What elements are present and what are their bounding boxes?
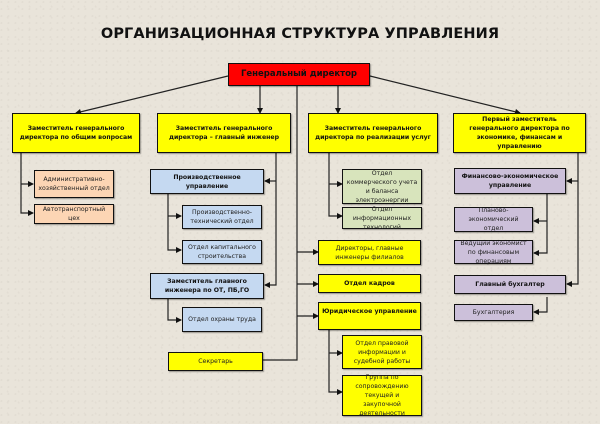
general-director-label: Генеральный директор <box>240 69 357 79</box>
lead-economist-label: Ведущий экономист по финансовым операция… <box>460 239 527 265</box>
deputy-sales-box: Заместитель генерального директора по ре… <box>308 113 438 153</box>
branch-directors-box: Директоры, главные инженеры филиалов <box>318 240 421 265</box>
fin-econ-management-box: Финансово-экономическое управление <box>454 168 566 194</box>
transport-shop-label: Автотранспортный цех <box>42 206 106 222</box>
procurement-support-group-label: Группа по сопровождению текущей и закупо… <box>355 374 409 417</box>
deputy-chief-engineer-box: Заместитель генерального директора – гла… <box>157 113 291 153</box>
legal-management-box: Юридическое управление <box>318 302 421 330</box>
secretary-box: Секретарь <box>168 352 263 371</box>
accounting-label: Бухгалтерия <box>472 309 515 316</box>
admin-dept-label: Административно-хозяйственный отдел <box>38 176 110 192</box>
it-dept-box: Отдел информационных технологий <box>342 205 422 231</box>
labor-safety-label: Отдел охраны труда <box>188 316 256 323</box>
it-dept-label: Отдел информационных технологий <box>352 205 412 231</box>
commercial-accounting-box: Отдел коммерческого учета и баланса элек… <box>342 169 422 204</box>
legal-info-dept-label: Отдел правовой информации и судебной раб… <box>353 339 411 365</box>
production-management-box: Производственное управление <box>150 169 264 194</box>
chief-accountant-box: Главный бухгалтер <box>454 275 566 294</box>
legal-info-dept-box: Отдел правовой информации и судебной раб… <box>342 335 422 369</box>
first-deputy-finance-label: Первый заместитель генерального директор… <box>469 116 570 150</box>
accounting-box: Бухгалтерия <box>454 304 533 321</box>
chief-accountant-label: Главный бухгалтер <box>475 281 545 288</box>
transport-shop-box: Автотранспортный цех <box>34 204 114 224</box>
production-tech-dept-label: Производственно-технический отдел <box>190 209 254 225</box>
planning-econ-dept-box: Планово-экономический отдел <box>454 207 533 232</box>
admin-dept-box: Административно-хозяйственный отдел <box>34 170 114 198</box>
hr-dept-label: Отдел кадров <box>344 280 395 287</box>
deputy-chief-engineer-safety-label: Заместитель главного инженера по ОТ, ПБ,… <box>164 278 250 294</box>
deputy-chief-engineer-label: Заместитель генерального директора – гла… <box>168 125 280 141</box>
first-deputy-finance-box: Первый заместитель генерального директор… <box>453 113 586 153</box>
page-title: ОРГАНИЗАЦИОННАЯ СТРУКТУРА УПРАВЛЕНИЯ <box>100 26 500 42</box>
labor-safety-box: Отдел охраны труда <box>182 307 262 332</box>
secretary-label: Секретарь <box>198 358 233 365</box>
branch-directors-label: Директоры, главные инженеры филиалов <box>335 244 404 261</box>
procurement-support-group-box: Группа по сопровождению текущей и закупо… <box>342 374 422 417</box>
deputy-sales-label: Заместитель генерального директора по ре… <box>315 125 431 141</box>
capital-construction-label: Отдел капитального строительства <box>188 244 256 260</box>
deputy-chief-engineer-safety-box: Заместитель главного инженера по ОТ, ПБ,… <box>150 273 264 299</box>
lead-economist-box: Ведущий экономист по финансовым операция… <box>454 239 533 265</box>
production-management-label: Производственное управление <box>173 173 241 190</box>
deputy-general-affairs-label: Заместитель генерального директора по об… <box>19 125 133 141</box>
deputy-general-affairs-box: Заместитель генерального директора по об… <box>12 113 140 153</box>
planning-econ-dept-label: Планово-экономический отдел <box>468 207 519 232</box>
capital-construction-box: Отдел капитального строительства <box>182 240 262 264</box>
legal-management-label: Юридическое управление <box>322 308 417 315</box>
production-tech-dept-box: Производственно-технический отдел <box>182 205 262 229</box>
general-director-box: Генеральный директор <box>228 63 370 86</box>
commercial-accounting-label: Отдел коммерческого учета и баланса элек… <box>346 169 418 204</box>
hr-dept-box: Отдел кадров <box>318 274 421 293</box>
fin-econ-management-label: Финансово-экономическое управление <box>461 173 559 189</box>
